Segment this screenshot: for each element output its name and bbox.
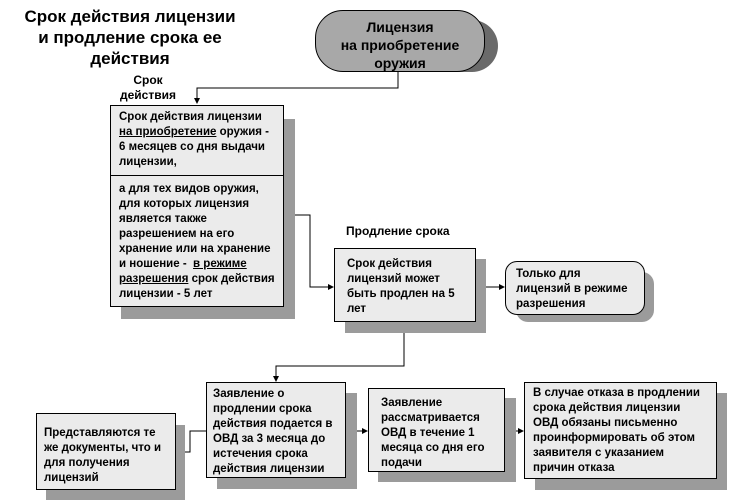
diagram-title: Срок действия лицензии и продление срока… [24,7,236,68]
review-box: Заявление рассматривается ОВД в течение … [368,388,505,472]
only-permit-box: Только для лицензий в режиме разрешения [505,261,645,315]
extension-box: Срок действия лицензий может быть продле… [334,248,476,322]
connector-license-to-term [194,72,399,104]
extension-label: Продление срока [346,224,450,238]
connector-term-to-extension [290,214,334,290]
documents-box: Представляются те же документы, что и дл… [36,413,176,490]
term-label: Срок действия [120,73,176,102]
connector-extension-to-application [273,333,405,382]
term-box-section-acquisition: Срок действия лицензии на приобретение о… [111,106,283,176]
application-box: Заявление о продлении срока действия под… [206,382,346,478]
refusal-box: В случае отказа в продлении срока действ… [524,382,717,479]
term-box: Срок действия лицензии на приобретение о… [110,105,284,307]
license-node: Лицензия на приобретение оружия [315,10,485,72]
term-box-section-permit: а для тех видов оружия, для которых лице… [119,183,275,300]
